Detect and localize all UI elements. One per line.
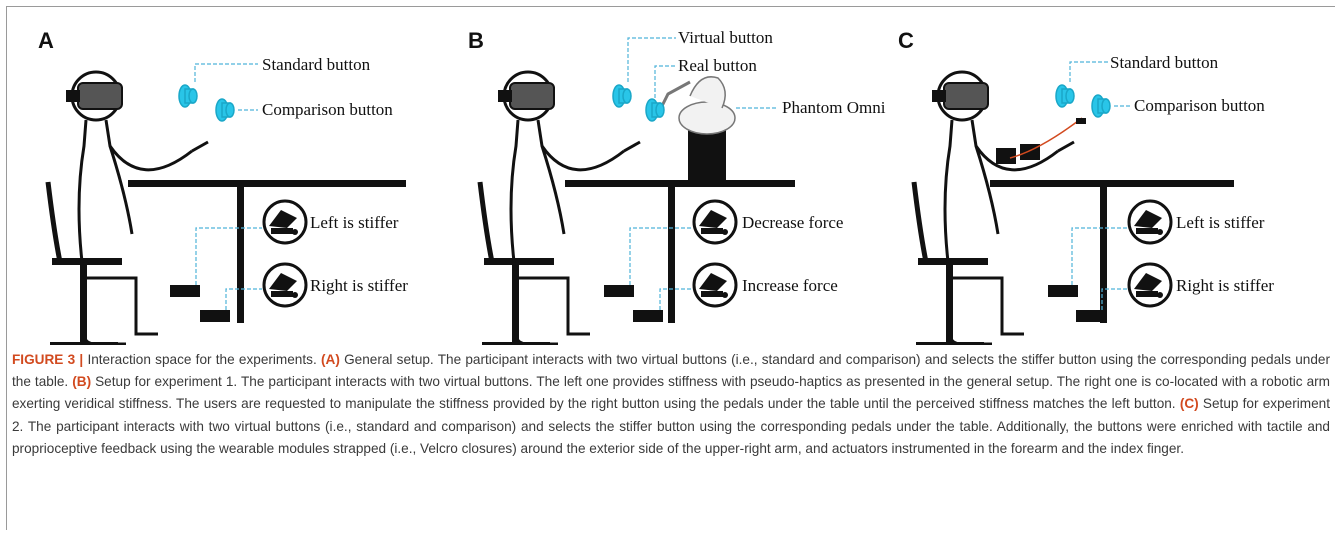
panel-c: C Standard button Comparison button Left…: [898, 28, 1274, 345]
standard-button-icon: [178, 84, 198, 108]
label-virtual-button: Virtual button: [678, 28, 773, 47]
standard-button-icon: [1055, 84, 1075, 108]
phantom-omni-icon: [678, 101, 736, 135]
label-comparison: Comparison button: [262, 100, 393, 119]
pedal-left: [170, 285, 200, 297]
pedal-right: [200, 310, 230, 322]
figure-label: FIGURE 3 |: [12, 352, 84, 367]
pedal-decrease-icon: [692, 199, 738, 245]
figure-caption: FIGURE 3 | Interaction space for the exp…: [12, 349, 1330, 460]
label-right-stiffer: Right is stiffer: [1176, 276, 1274, 295]
virtual-button-icon: [612, 84, 632, 108]
label-phantom-omni: Phantom Omni: [782, 98, 886, 117]
caption-intro: Interaction space for the experiments.: [83, 352, 321, 367]
caption-text-b: Setup for experiment 1. The participant …: [12, 374, 1330, 412]
caption-ref-c: (C): [1179, 396, 1199, 412]
pedal-right-icon: [262, 262, 308, 308]
pedal-increase-icon: [692, 262, 738, 308]
comparison-button-icon: [215, 98, 235, 122]
wearable-module-upper-arm: [996, 148, 1016, 164]
label-comparison: Comparison button: [1134, 96, 1265, 115]
label-left-stiffer: Left is stiffer: [310, 213, 399, 232]
caption-ref-b: (B): [72, 374, 92, 390]
real-button-icon: [645, 98, 665, 122]
pedal-right-icon: [1127, 262, 1173, 308]
panel-a: A Standard button Comparison button Left…: [38, 28, 408, 345]
label-left-stiffer: Left is stiffer: [1176, 213, 1265, 232]
figure-illustration: A Standard button Comparison button Left…: [38, 28, 1274, 345]
label-increase-force: Increase force: [742, 276, 838, 295]
panel-b: B Virtual button Real button Phantom Omn…: [468, 28, 886, 345]
label-standard: Standard button: [262, 55, 371, 74]
table: [565, 180, 795, 187]
label-right-stiffer: Right is stiffer: [310, 276, 408, 295]
figure-frame: [6, 6, 1335, 530]
label-standard: Standard button: [1110, 53, 1219, 72]
label-real-button: Real button: [678, 56, 757, 75]
panel-letter-c: C: [898, 28, 914, 53]
caption-text-c: Setup for experiment 2. The participant …: [12, 396, 1330, 456]
table: [128, 180, 406, 187]
comparison-button-icon: [1091, 94, 1111, 118]
caption-text-a: General setup. The participant interacts…: [12, 352, 1330, 390]
table: [990, 180, 1234, 187]
panel-letter-a: A: [38, 28, 54, 53]
pedal-left-icon: [1127, 199, 1173, 245]
label-decrease-force: Decrease force: [742, 213, 843, 232]
robot-base: [688, 128, 726, 180]
caption-ref-a: (A): [320, 352, 340, 367]
panel-letter-b: B: [468, 28, 484, 53]
pedal-left-icon: [262, 199, 308, 245]
